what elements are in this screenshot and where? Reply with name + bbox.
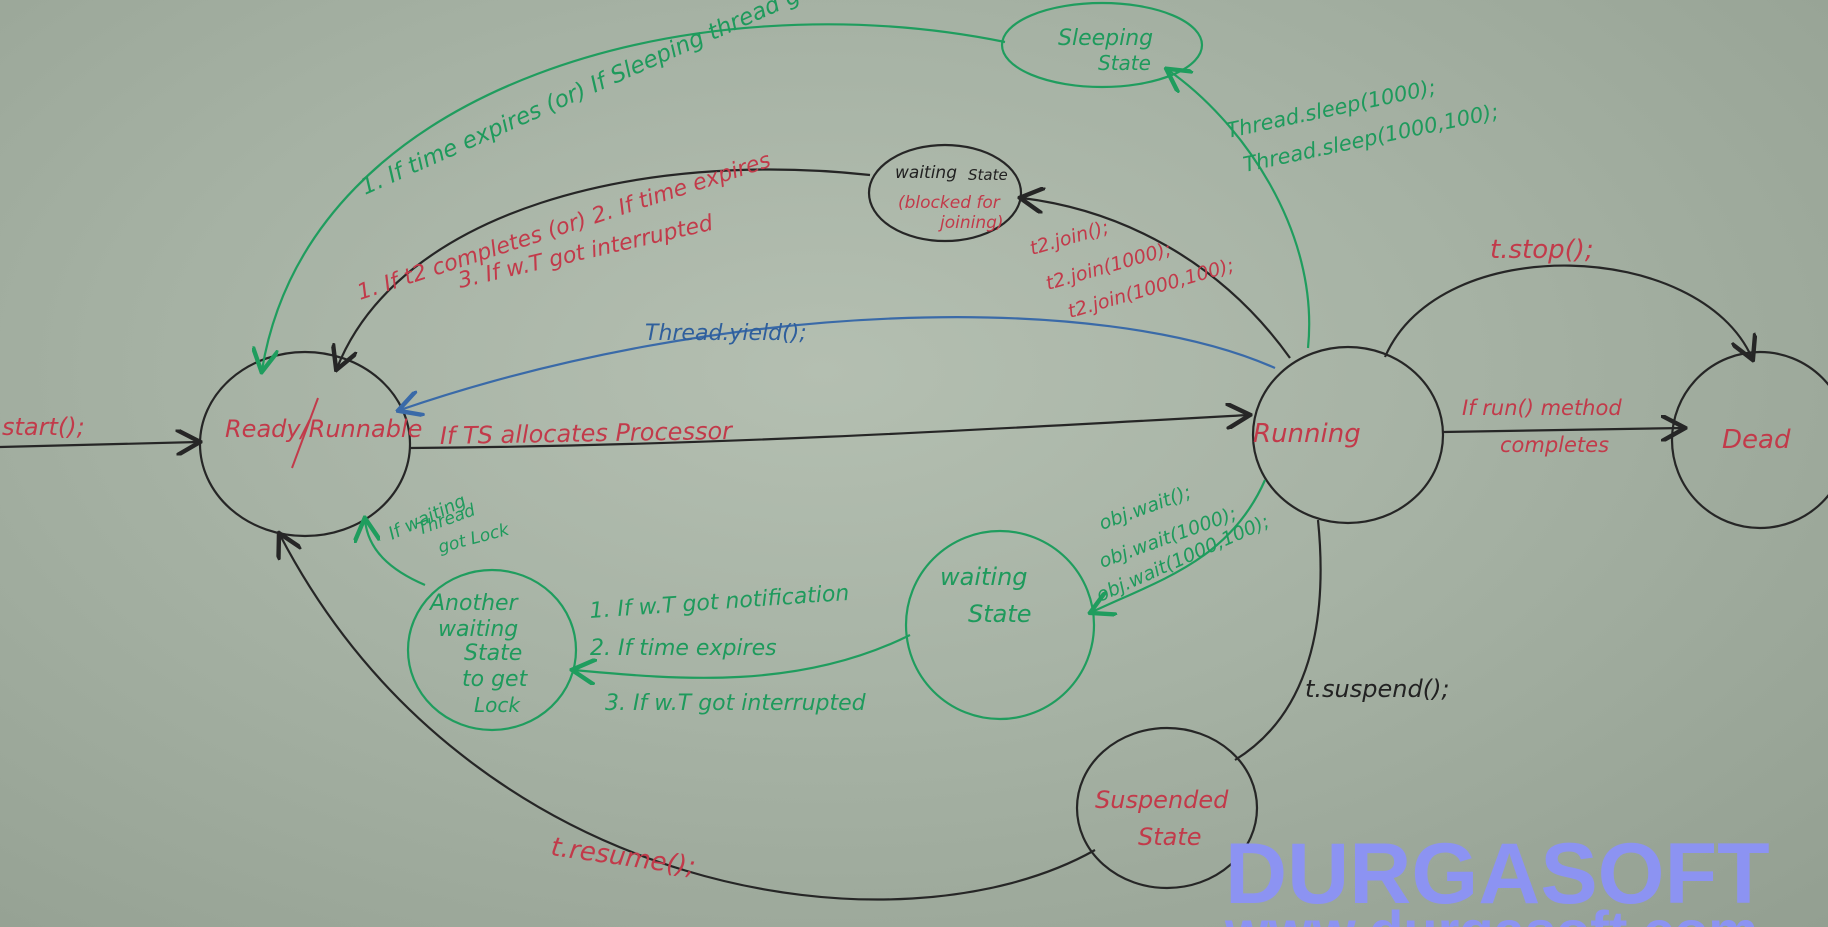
start-label: start();: [2, 413, 85, 441]
yield-arrow: [400, 316, 1276, 410]
wait-return-label-1: 1. If w.T got notification: [589, 581, 850, 624]
sleeping-label-1: Sleeping: [1058, 26, 1153, 51]
waiting-join-label-1: waiting: [895, 163, 957, 183]
wait-return-label-2: 2. If time expires: [590, 636, 777, 661]
waiting-join-label-3: (blocked for: [898, 193, 1001, 213]
stop-label: t.stop();: [1490, 235, 1594, 265]
wait-return-arrow: [574, 634, 911, 678]
join-call-label-1: t2.join();: [1027, 216, 1111, 259]
wait-return-label-3: 3. If w.T got interrupted: [605, 691, 867, 716]
sleep-return-label: 1. If time expires (or) If Sleeping thre…: [357, 0, 951, 200]
waiting-label-2: State: [968, 600, 1032, 628]
ts-allocates-label: If TS allocates Processor: [440, 417, 735, 450]
ready-runnable-label: Ready/Runnable: [225, 415, 422, 443]
stop-arrow: [1383, 264, 1752, 358]
resume-label: t.resume();: [549, 832, 697, 882]
durgasoft-watermark: DURGASOFT: [1225, 826, 1770, 922]
ready-to-running-arrow: [409, 415, 1248, 450]
waiting-state-node: [904, 529, 1096, 721]
lock-return-arrow: [365, 520, 426, 587]
another-waiting-label-2: waiting: [438, 617, 518, 642]
another-waiting-label-5: Lock: [474, 693, 521, 717]
durgasoft-url-watermark: www.durgasoft.com: [1224, 899, 1758, 927]
resume-arrow: [280, 535, 1096, 901]
waiting-join-label-4: joining): [938, 213, 1004, 233]
sleeping-state-node: [1000, 1, 1204, 89]
another-waiting-state-node: [406, 568, 578, 732]
join-arrow: [1022, 198, 1291, 359]
ready-runnable-divider: [291, 397, 319, 469]
join-return-arrow: [337, 168, 871, 368]
sleeping-label-2: State: [1098, 51, 1151, 75]
ready-runnable-node: [198, 350, 412, 538]
another-waiting-label-1: Another: [428, 591, 520, 616]
run-complete-label-1: If run() method: [1462, 396, 1622, 420]
run-complete-arrow: [1442, 428, 1683, 432]
waiting-join-label-2: State: [968, 166, 1008, 184]
dead-label: Dead: [1722, 425, 1791, 455]
another-waiting-label-3: State: [464, 641, 522, 666]
run-complete-label-2: completes: [1500, 433, 1609, 457]
sleep-arrow: [1168, 70, 1311, 349]
waiting-label-1: waiting: [940, 563, 1028, 591]
suspended-label-1: Suspended: [1095, 786, 1229, 814]
yield-label: Thread.yield();: [645, 321, 807, 346]
suspend-label: t.suspend();: [1305, 675, 1450, 703]
another-waiting-label-4: to get: [462, 667, 529, 692]
start-arrow: [0, 442, 198, 447]
wait-arrow: [1092, 479, 1267, 612]
suspended-label-2: State: [1138, 823, 1202, 851]
suspended-state-node: [1075, 726, 1259, 890]
sleep-return-arrow: [262, 23, 1006, 370]
running-node: [1251, 345, 1445, 525]
running-label: Running: [1253, 419, 1361, 449]
suspend-arrow: [1234, 519, 1322, 761]
